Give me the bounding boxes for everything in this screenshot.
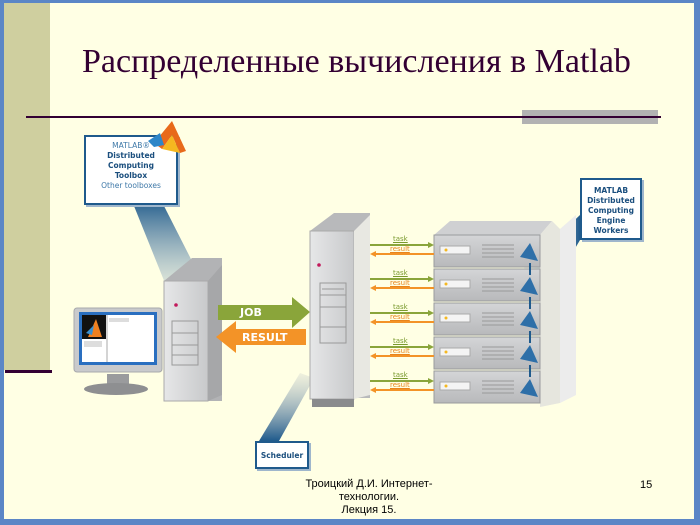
result-small-label: result [390, 245, 410, 253]
client-monitor [73, 307, 163, 395]
task-arrow [370, 242, 434, 248]
client-tower [163, 258, 222, 402]
client-box-line2: Distributed Computing [107, 151, 155, 170]
client-box-line1: MATLAB® [112, 141, 150, 150]
worker-server-unit [433, 336, 541, 370]
worker-server-unit [433, 234, 541, 268]
result-return-arrow [370, 319, 434, 325]
result-return-arrow [370, 285, 434, 291]
slide: Распределенные вычисления в Matlab [4, 3, 694, 519]
result-return-arrow [370, 353, 434, 359]
task-arrow [370, 276, 434, 282]
scheduler-beam [259, 373, 314, 441]
result-small-label: result [390, 381, 410, 389]
result-return-arrow [370, 387, 434, 393]
result-small-label: result [390, 347, 410, 355]
task-arrow [370, 310, 434, 316]
footer-author-course: Троицкий Д.И. Интернет-технологии. [305, 478, 433, 503]
task-label: task [393, 303, 408, 311]
job-arrow [218, 297, 310, 328]
slide-footer: Троицкий Д.И. Интернет-технологии. Лекци… [284, 478, 454, 517]
footer-lecture: Лекция 15. [341, 504, 397, 516]
result-small-label: result [390, 313, 410, 321]
workers-box: MATLAB Distributed Computing Engine Work… [580, 178, 642, 240]
diagram-graphics [73, 206, 580, 441]
slide-title: Распределенные вычисления в Matlab [82, 43, 631, 80]
client-software-box: MATLAB® Distributed Computing Toolbox Ot… [84, 135, 178, 205]
task-label: task [393, 269, 408, 277]
worker-server-unit [433, 268, 541, 302]
workers-box-line3: Computing Engine [587, 206, 635, 225]
accent-divider [5, 370, 52, 373]
job-label: JOB [240, 306, 262, 319]
workers-box-line2: Distributed [587, 196, 635, 205]
task-label: task [393, 337, 408, 345]
worker-server-unit [433, 302, 541, 336]
client-box-line3: Toolbox [114, 171, 148, 180]
scheduler-label: Scheduler [260, 451, 304, 460]
title-divider [26, 116, 661, 118]
workers-box-line1: MATLAB [593, 186, 629, 195]
page-number: 15 [640, 479, 653, 491]
result-arrow [216, 321, 306, 353]
result-small-label: result [390, 279, 410, 287]
task-label: task [393, 371, 408, 379]
workers-box-line4: Workers [593, 226, 629, 235]
task-arrow [370, 344, 434, 350]
left-accent-bar [4, 3, 50, 370]
client-box-line4: Other toolboxes [101, 181, 161, 190]
task-arrow [370, 378, 434, 384]
scheduler-tower [309, 213, 370, 407]
worker-server-stack [434, 215, 576, 407]
result-label: RESULT [242, 331, 288, 344]
scheduler-box: Scheduler [255, 441, 309, 469]
result-return-arrow [370, 251, 434, 257]
task-label: task [393, 235, 408, 243]
worker-server-unit [433, 370, 541, 404]
